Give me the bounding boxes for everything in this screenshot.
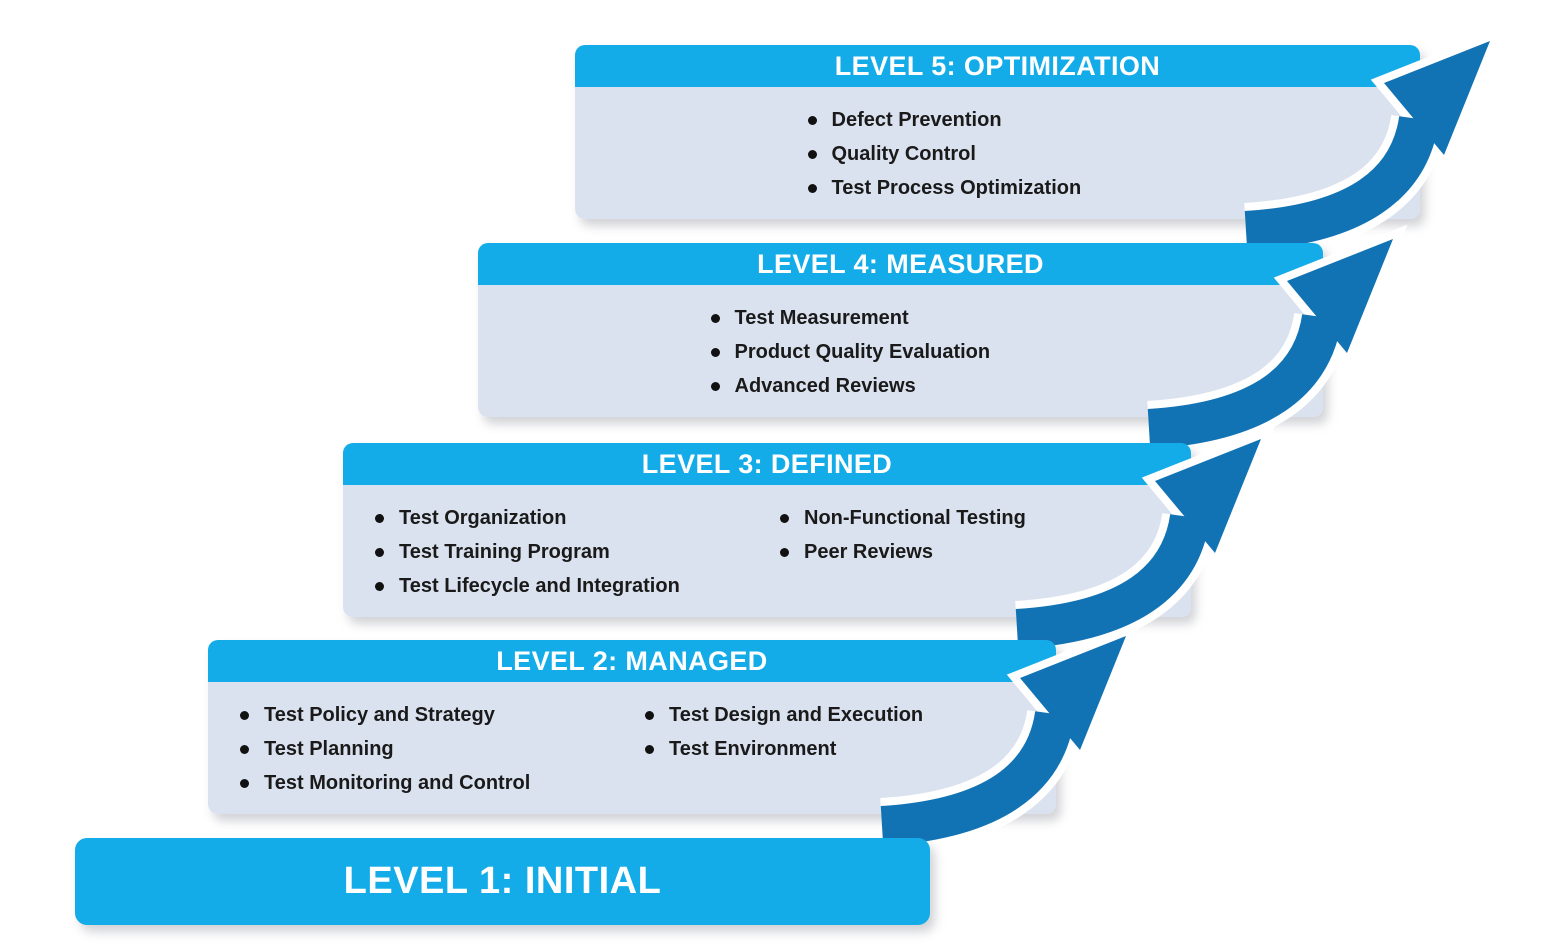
- bullet-label: Non-Functional Testing: [804, 507, 1026, 529]
- bullet-item: Test Policy and Strategy: [240, 698, 645, 732]
- bullet-dot-icon: [645, 710, 654, 720]
- bullet-dot-icon: [375, 581, 384, 591]
- bullet-label: Test Measurement: [734, 307, 909, 329]
- bullet-dot-icon: [710, 381, 720, 391]
- bullet-item: Quality Control: [807, 137, 1188, 171]
- bullet-item: Test Measurement: [710, 301, 1091, 335]
- level-2-bullet-list-right: Test Design and Execution Test Environme…: [645, 698, 923, 800]
- level-3-title: LEVEL 3: DEFINED: [641, 448, 893, 479]
- bullet-dot-icon: [807, 149, 817, 159]
- level-2-bullet-list-left: Test Policy and Strategy Test Planning T…: [240, 698, 645, 800]
- bullet-item: Test Training Program: [375, 535, 780, 569]
- bullet-label: Test Training Program: [399, 541, 610, 563]
- bullet-dot-icon: [240, 778, 249, 788]
- level-4-title: LEVEL 4: MEASURED: [757, 248, 1044, 279]
- level-3-header: LEVEL 3: DEFINED: [343, 443, 1191, 485]
- bullet-item: Test Monitoring and Control: [240, 766, 645, 800]
- bullet-item: Test Planning: [240, 732, 645, 766]
- bullet-dot-icon: [807, 115, 817, 125]
- bullet-label: Quality Control: [831, 143, 976, 165]
- bullet-item: Peer Reviews: [780, 535, 1026, 569]
- level-3-body: Test Organization Test Training Program …: [343, 485, 1191, 617]
- level-2-block: LEVEL 2: MANAGED Test Policy and Strateg…: [208, 621, 1141, 854]
- level-3-block: LEVEL 3: DEFINED Test Organization Test …: [343, 424, 1276, 657]
- level-1-block: LEVEL 1: INITIAL: [75, 838, 930, 925]
- bullet-dot-icon: [807, 183, 817, 193]
- level-4-bullet-list: Test Measurement Product Quality Evaluat…: [710, 301, 1091, 403]
- bullet-item: Test Design and Execution: [645, 698, 923, 732]
- bullet-dot-icon: [780, 547, 789, 557]
- level-5-block: LEVEL 5: OPTIMIZATION Defect Prevention …: [575, 26, 1505, 259]
- level-2-header: LEVEL 2: MANAGED: [208, 640, 1056, 682]
- bullet-label: Test Environment: [669, 738, 837, 760]
- level-5-title: LEVEL 5: OPTIMIZATION: [834, 50, 1161, 81]
- bullet-dot-icon: [710, 313, 720, 323]
- level-5-bullet-list: Defect Prevention Quality Control Test P…: [807, 103, 1188, 205]
- bullet-item: Non-Functional Testing: [780, 501, 1026, 535]
- level-3-bullet-list-right: Non-Functional Testing Peer Reviews: [780, 501, 1026, 603]
- bullet-label: Test Monitoring and Control: [264, 772, 531, 794]
- level-4-header: LEVEL 4: MEASURED: [478, 243, 1323, 285]
- bullet-label: Test Organization: [399, 507, 567, 529]
- bullet-item: Test Organization: [375, 501, 780, 535]
- bullet-item: Test Environment: [645, 732, 923, 766]
- bullet-dot-icon: [375, 547, 384, 557]
- bullet-label: Peer Reviews: [804, 541, 933, 563]
- level-3-bullet-list-left: Test Organization Test Training Program …: [375, 501, 780, 603]
- bullet-label: Test Policy and Strategy: [264, 704, 495, 726]
- bullet-dot-icon: [780, 513, 789, 523]
- bullet-dot-icon: [240, 744, 249, 754]
- bullet-label: Test Planning: [264, 738, 394, 760]
- bullet-dot-icon: [240, 710, 249, 720]
- bullet-label: Advanced Reviews: [734, 375, 916, 397]
- bullet-item: Test Lifecycle and Integration: [375, 569, 780, 603]
- bullet-dot-icon: [375, 513, 384, 523]
- bullet-item: Advanced Reviews: [710, 369, 1091, 403]
- bullet-item: Test Process Optimization: [807, 171, 1188, 205]
- level-2-title: LEVEL 2: MANAGED: [496, 645, 768, 676]
- level-2-body: Test Policy and Strategy Test Planning T…: [208, 682, 1056, 814]
- bullet-label: Test Design and Execution: [669, 704, 924, 726]
- bullet-item: Product Quality Evaluation: [710, 335, 1091, 369]
- bullet-label: Test Lifecycle and Integration: [399, 575, 680, 597]
- level-4-body: Test Measurement Product Quality Evaluat…: [478, 285, 1323, 417]
- bullet-dot-icon: [710, 347, 720, 357]
- level-1-title: LEVEL 1: INITIAL: [343, 860, 662, 902]
- level-4-block: LEVEL 4: MEASURED Test Measurement Produ…: [478, 224, 1408, 457]
- bullet-item: Defect Prevention: [807, 103, 1188, 137]
- bullet-dot-icon: [645, 744, 654, 754]
- bullet-label: Test Process Optimization: [831, 177, 1082, 199]
- bullet-label: Defect Prevention: [831, 109, 1002, 131]
- level-5-header: LEVEL 5: OPTIMIZATION: [575, 45, 1420, 87]
- bullet-label: Product Quality Evaluation: [734, 341, 991, 363]
- level-5-body: Defect Prevention Quality Control Test P…: [575, 87, 1420, 219]
